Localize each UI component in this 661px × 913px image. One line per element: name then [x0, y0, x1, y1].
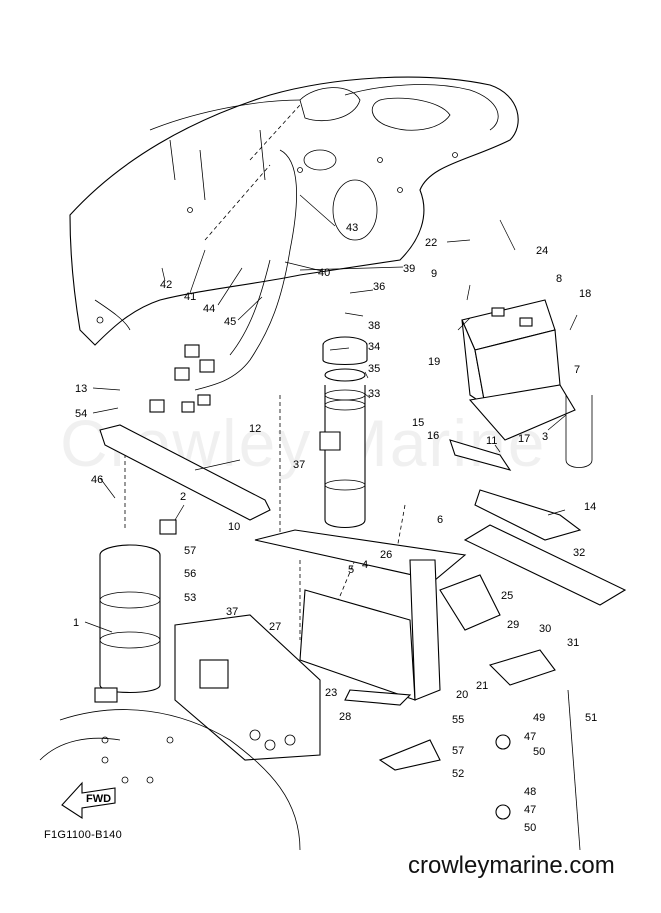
- callout-38: 38: [368, 320, 380, 332]
- callout-44: 44: [203, 303, 215, 315]
- callout-28: 28: [339, 711, 351, 723]
- callout-29: 29: [507, 619, 519, 631]
- callout-51: 51: [585, 712, 597, 724]
- callout-41: 41: [184, 291, 196, 303]
- callout-6: 6: [437, 514, 443, 526]
- leader-lines: [84, 194, 578, 633]
- callout-8: 8: [556, 273, 562, 285]
- callout-46: 46: [91, 474, 103, 486]
- callout-45: 45: [224, 316, 236, 328]
- callout-21: 21: [476, 680, 488, 692]
- callout-52: 52: [452, 768, 464, 780]
- callout-9: 9: [431, 268, 437, 280]
- callout-54: 54: [75, 408, 87, 420]
- callout-32: 32: [573, 547, 585, 559]
- lower-hull: [39, 709, 301, 851]
- callout-5: 5: [348, 564, 354, 576]
- callout-labels: 1 2 3 4 5 6 7 8 9 10 11 12 13 14 15 16 1…: [73, 222, 597, 834]
- callout-11: 11: [486, 435, 497, 447]
- battery-band: [565, 395, 593, 468]
- callout-48: 48: [524, 786, 536, 798]
- callout-27: 27: [269, 621, 281, 633]
- callout-37: 37: [293, 459, 305, 471]
- filler-neck: [319, 336, 368, 529]
- callout-53: 53: [184, 592, 196, 604]
- callout-33: 33: [368, 388, 380, 400]
- callout-43: 43: [346, 222, 358, 234]
- hull-deck: [69, 76, 519, 346]
- svg-text:FWD: FWD: [86, 793, 111, 805]
- callout-57b: 57: [452, 745, 464, 757]
- battery: [461, 299, 576, 441]
- callout-18: 18: [579, 288, 591, 300]
- callout-31: 31: [567, 637, 579, 649]
- callout-34: 34: [368, 341, 380, 353]
- brand-text: crowleymarine.com: [408, 852, 615, 879]
- callout-15: 15: [412, 417, 424, 429]
- callout-42: 42: [160, 279, 172, 291]
- callout-24: 24: [536, 245, 548, 257]
- callout-37b: 37: [226, 606, 238, 618]
- callout-39: 39: [403, 263, 415, 275]
- callout-2: 2: [180, 491, 186, 503]
- callout-23: 23: [325, 687, 337, 699]
- callout-22: 22: [425, 237, 437, 249]
- callout-1: 1: [73, 617, 79, 629]
- diagram-code: F1G1100-B140: [44, 829, 123, 841]
- callout-3: 3: [542, 431, 548, 443]
- callout-7: 7: [574, 364, 580, 376]
- callout-20: 20: [456, 689, 468, 701]
- pads: [344, 524, 627, 706]
- fwd-arrow: FWD: [61, 781, 116, 820]
- callout-17: 17: [518, 433, 530, 445]
- callout-12: 12: [249, 423, 261, 435]
- callout-57: 57: [184, 545, 196, 557]
- callout-25: 25: [501, 590, 513, 602]
- callout-40: 40: [318, 267, 330, 279]
- callout-16: 16: [427, 430, 439, 442]
- callout-55: 55: [452, 714, 464, 726]
- callout-47: 47: [524, 731, 536, 743]
- callout-49: 49: [533, 712, 545, 724]
- callout-50: 50: [533, 746, 545, 758]
- callout-14: 14: [584, 501, 596, 513]
- bracket-frame: [99, 424, 582, 701]
- callout-30: 30: [539, 623, 551, 635]
- wire-harness: [149, 149, 297, 413]
- callout-35: 35: [368, 363, 380, 375]
- callout-56: 56: [184, 568, 196, 580]
- callout-19: 19: [428, 356, 440, 368]
- callout-4: 4: [362, 559, 368, 571]
- callout-47b: 47: [524, 804, 536, 816]
- callout-50b: 50: [524, 822, 536, 834]
- fuel-pump: [94, 519, 177, 703]
- callout-10: 10: [228, 521, 240, 533]
- clamps: [378, 689, 581, 851]
- electrical-box: [174, 614, 321, 761]
- callout-13: 13: [75, 383, 87, 395]
- callout-36: 36: [373, 281, 385, 293]
- callout-26: 26: [380, 549, 392, 561]
